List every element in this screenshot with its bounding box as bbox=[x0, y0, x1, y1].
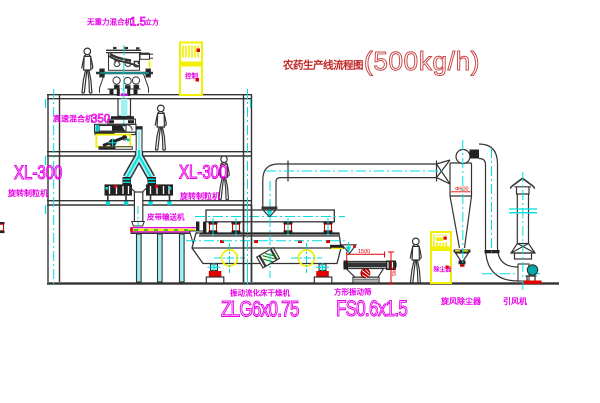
svg-text:345: 345 bbox=[390, 267, 396, 276]
svg-text:高速混合机: 高速混合机 bbox=[53, 114, 93, 124]
svg-text:Φ600: Φ600 bbox=[455, 187, 469, 193]
svg-text:FS0.6x1.5: FS0.6x1.5 bbox=[336, 297, 408, 322]
svg-text:振动流化床干燥机: 振动流化床干燥机 bbox=[230, 288, 290, 298]
svg-text:农药生产线流程图: 农药生产线流程图 bbox=[282, 59, 363, 72]
svg-text:立方: 立方 bbox=[145, 18, 159, 27]
svg-text:控制: 控制 bbox=[185, 71, 199, 80]
svg-text:1.5: 1.5 bbox=[130, 17, 146, 29]
svg-text:XL-300: XL-300 bbox=[179, 161, 227, 183]
svg-text:XL-300: XL-300 bbox=[14, 161, 62, 183]
svg-text:无重力混合机: 无重力混合机 bbox=[86, 17, 132, 27]
svg-text:旋风除尘器: 旋风除尘器 bbox=[440, 296, 482, 306]
svg-text:1500: 1500 bbox=[358, 249, 370, 255]
svg-text:旋转制粒机: 旋转制粒机 bbox=[179, 191, 220, 201]
svg-text:ZLG6x0.75: ZLG6x0.75 bbox=[221, 297, 299, 322]
svg-text:旋转制粒机: 旋转制粒机 bbox=[7, 188, 48, 198]
svg-text:皮带输送机: 皮带输送机 bbox=[146, 212, 185, 222]
svg-text:350: 350 bbox=[91, 114, 110, 126]
svg-text:方形振动筛: 方形振动筛 bbox=[334, 287, 372, 297]
svg-text:除尘器: 除尘器 bbox=[434, 266, 453, 274]
svg-text:(500kg/h): (500kg/h) bbox=[364, 46, 480, 76]
svg-text:引风机: 引风机 bbox=[503, 296, 527, 306]
